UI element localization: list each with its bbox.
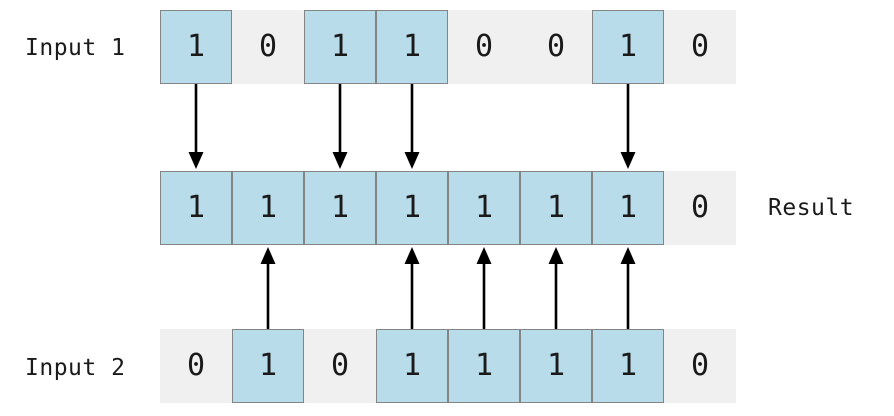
bit-cell-result-1: 1 — [232, 171, 304, 245]
bit-cell-input2-3: 1 — [376, 329, 448, 403]
bit-cell-input1-2: 1 — [304, 10, 376, 84]
bit-cell-input2-6: 1 — [592, 329, 664, 403]
row-label-result: Result — [768, 195, 855, 221]
bit-cell-input1-4: 0 — [448, 10, 520, 84]
bit-cell-input2-0: 0 — [160, 329, 232, 403]
bit-cell-result-6: 1 — [592, 171, 664, 245]
bit-cell-input1-1: 0 — [232, 10, 304, 84]
bit-cell-result-2: 1 — [304, 171, 376, 245]
arrow-down-col-0 — [188, 84, 204, 169]
arrow-down-col-6 — [620, 84, 636, 169]
arrow-up-col-5 — [548, 247, 564, 329]
arrow-down-col-2 — [332, 84, 348, 169]
bit-cell-result-3: 1 — [376, 171, 448, 245]
bit-cell-input2-5: 1 — [520, 329, 592, 403]
bit-cell-input2-1: 1 — [232, 329, 304, 403]
bit-cell-input1-3: 1 — [376, 10, 448, 84]
bit-cell-result-5: 1 — [520, 171, 592, 245]
bit-cell-input1-7: 0 — [664, 10, 736, 84]
arrow-down-col-3 — [404, 84, 420, 169]
bit-cell-input1-0: 1 — [160, 10, 232, 84]
bit-cell-input2-2: 0 — [304, 329, 376, 403]
bit-cell-input1-5: 0 — [520, 10, 592, 84]
bit-cell-result-0: 1 — [160, 171, 232, 245]
arrow-up-col-3 — [404, 247, 420, 329]
row-label-input1: Input 1 — [25, 35, 126, 61]
bit-cell-input2-7: 0 — [664, 329, 736, 403]
row-label-input2: Input 2 — [25, 355, 126, 381]
bit-cell-result-7: 0 — [664, 171, 736, 245]
bit-cell-result-4: 1 — [448, 171, 520, 245]
bit-cell-input1-6: 1 — [592, 10, 664, 84]
arrow-up-col-6 — [620, 247, 636, 329]
bit-cell-input2-4: 1 — [448, 329, 520, 403]
arrow-up-col-1 — [260, 247, 276, 329]
arrow-up-col-4 — [476, 247, 492, 329]
